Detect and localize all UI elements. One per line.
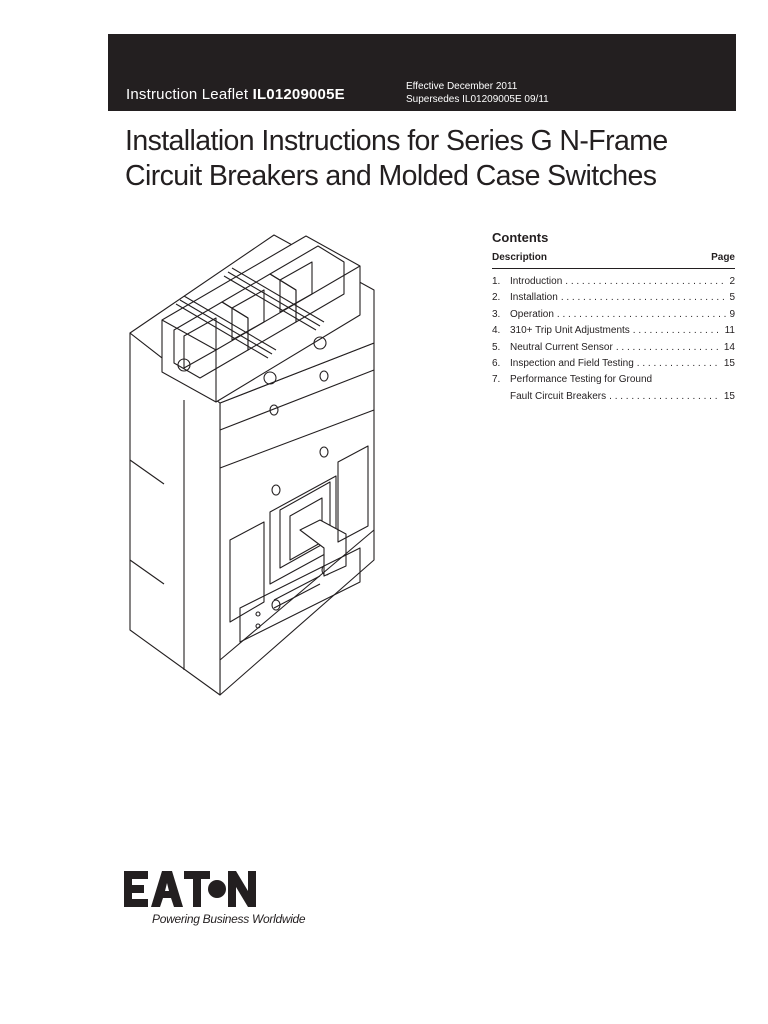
toc-item-title: Inspection and Field Testing xyxy=(510,358,634,370)
toc-dot-leader xyxy=(633,323,722,339)
toc-item[interactable]: 5. Neutral Current Sensor 14 xyxy=(492,340,735,356)
toc-item-title: Performance Testing for Ground xyxy=(510,374,653,386)
circuit-breaker-illustration xyxy=(124,230,384,710)
toc-item-number: 4. xyxy=(492,325,501,337)
toc-item-number xyxy=(492,389,510,405)
toc-item-title: Operation xyxy=(510,308,554,320)
table-of-contents: Contents Description Page 1. Introductio… xyxy=(492,230,735,405)
toc-dot-leader xyxy=(565,274,726,290)
leaflet-number: IL01209005E xyxy=(252,86,345,103)
toc-item-title: Neutral Current Sensor xyxy=(510,341,613,353)
toc-spacer xyxy=(652,372,735,388)
toc-item-number: 2. xyxy=(492,292,501,304)
toc-item-number: 6. xyxy=(492,358,501,370)
title-line-1: Installation Instructions for Series G N… xyxy=(125,125,668,157)
toc-item-page: 14 xyxy=(723,341,735,353)
toc-dot-leader xyxy=(616,340,721,356)
toc-item-title: Fault Circuit Breakers xyxy=(510,390,607,402)
toc-dot-leader xyxy=(557,307,727,323)
toc-item-page: 9 xyxy=(729,308,735,320)
leaflet-label: Instruction Leaflet xyxy=(126,86,253,103)
toc-item[interactable]: 3. Operation 9 xyxy=(492,307,735,323)
toc-dot-leader xyxy=(561,290,727,306)
effective-date-block: Effective December 2011 Supersedes IL012… xyxy=(406,80,549,106)
toc-item-number: 1. xyxy=(492,276,501,287)
toc-item-page: 5 xyxy=(729,292,735,304)
header-bar: Instruction Leaflet IL01209005E Effectiv… xyxy=(108,34,736,111)
eaton-wordmark xyxy=(124,871,256,907)
toc-item-number: 7. xyxy=(492,374,501,386)
tagline: Powering Business Worldwide xyxy=(152,912,306,926)
effective-date: Effective December 2011 xyxy=(406,81,518,92)
toc-item[interactable]: 1. Introduction 2 xyxy=(492,274,735,290)
toc-item[interactable]: Fault Circuit Breakers 15 xyxy=(492,389,735,405)
column-header-page: Page xyxy=(711,252,735,263)
toc-item-page: 15 xyxy=(723,390,735,402)
toc-item-number: 5. xyxy=(492,341,501,353)
title-line-2: Circuit Breakers and Molded Case Switche… xyxy=(125,160,657,192)
eaton-logo xyxy=(124,869,256,909)
toc-item-number: 3. xyxy=(492,308,501,320)
leaflet-id: Instruction Leaflet IL01209005E xyxy=(126,86,345,103)
toc-item-page: 2 xyxy=(729,276,735,287)
toc-dot-leader xyxy=(609,389,721,405)
supersedes-note: Supersedes IL01209005E 09/11 xyxy=(406,94,549,105)
toc-item-page: 11 xyxy=(724,325,735,337)
toc-item[interactable]: 4. 310+ Trip Unit Adjustments 11 xyxy=(492,323,735,339)
contents-heading: Contents xyxy=(492,230,549,245)
toc-item-title: 310+ Trip Unit Adjustments xyxy=(510,325,630,337)
toc-item[interactable]: 2. Installation 5 xyxy=(492,290,735,306)
toc-item-title: Installation xyxy=(510,292,558,304)
toc-dot-leader xyxy=(637,356,721,372)
toc-item-page: 15 xyxy=(723,358,735,370)
page-title: Installation Instructions for Series G N… xyxy=(125,124,745,194)
toc-item[interactable]: 6. Inspection and Field Testing 15 xyxy=(492,356,735,372)
column-header-description: Description xyxy=(492,252,548,263)
toc-item[interactable]: 7. Performance Testing for Ground xyxy=(492,372,735,388)
toc-item-title: Introduction xyxy=(510,276,563,287)
contents-column-headers: Description Page xyxy=(492,252,735,269)
